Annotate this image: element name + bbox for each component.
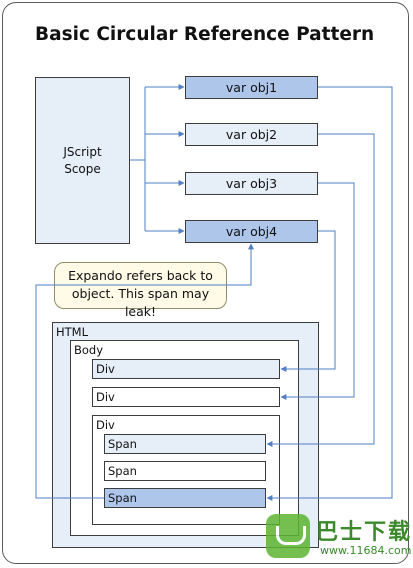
div-node-1: Div [92,359,280,379]
span-node-3: Span [104,488,266,508]
tv-logo-icon [266,514,310,558]
jscript-scope-box: JScript Scope [35,77,130,244]
html-label: HTML [56,325,89,339]
callout-line2: object. This span may leak! [71,286,210,319]
scope-label-line2: Scope [64,161,101,176]
div-label-3: Div [96,418,115,432]
callout-line1: Expando refers back to [68,268,213,283]
div-node-2: Div [92,387,280,407]
diagram-title: Basic Circular Reference Pattern [35,24,375,45]
watermark-url: www.11684.com [320,544,412,557]
watermark-name: 巴士下载 [316,520,413,545]
expando-back-to-obj4 [35,243,254,499]
var-obj4: var obj4 [185,220,318,243]
span-node-1: Span [104,434,266,454]
var-obj1: var obj1 [185,76,318,99]
var-obj2: var obj2 [185,123,318,146]
span-node-2: Span [104,461,266,481]
site-watermark: 巴士下载 www.11684.com [262,508,412,564]
scope-label-line1: JScript [63,144,102,159]
body-label: Body [74,343,104,357]
obj2-to-span1 [266,133,375,447]
obj4-to-div1 [280,230,336,372]
var-obj3: var obj3 [185,172,318,195]
obj3-to-div2 [280,182,355,400]
obj1-to-span3 [266,86,393,501]
